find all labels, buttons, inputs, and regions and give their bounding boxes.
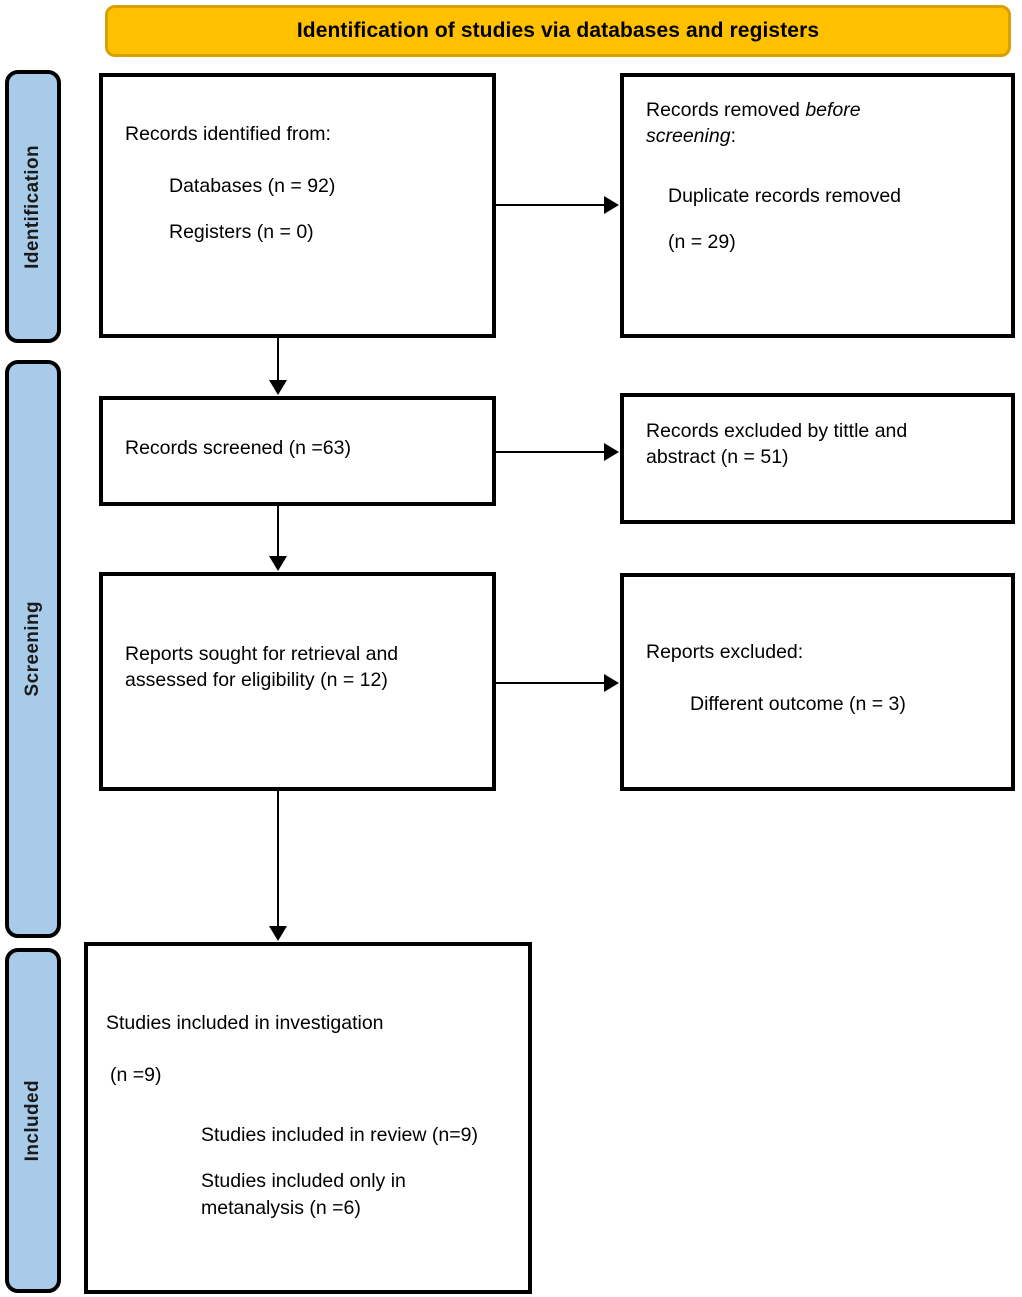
arrowhead-sought-to-reports-excluded xyxy=(604,674,619,692)
records-identified-heading: Records identified from: xyxy=(125,123,331,145)
stage-tab-included: Included xyxy=(5,948,61,1293)
duplicate-records-removed: Duplicate records removed xyxy=(668,185,902,208)
box-records-identified: Records identified from: Databases (n = … xyxy=(99,73,496,338)
stage-tab-identification: Identification xyxy=(5,70,61,343)
box-records-removed: Records removed before screening: Duplic… xyxy=(620,73,1015,338)
connector-screened-to-excluded xyxy=(496,451,605,453)
records-excluded-title-abstract-text: Records excluded by tittle and abstract … xyxy=(646,420,908,469)
connector-sought-to-included xyxy=(277,791,279,927)
records-identified-registers: Registers (n = 0) xyxy=(169,221,314,244)
stage-tab-screening-label: Screening xyxy=(22,601,43,697)
records-removed-heading-plain: Records removed xyxy=(646,99,806,121)
studies-included-metanalysis-line1: Studies included only in xyxy=(201,1170,406,1193)
box-reports-excluded: Reports excluded: Different outcome (n =… xyxy=(620,573,1015,791)
stage-tab-included-label: Included xyxy=(22,1079,43,1162)
records-removed-heading-colon: : xyxy=(730,125,736,148)
records-removed-heading: Records removed before screening: xyxy=(646,97,941,149)
studies-included-review: Studies included in review (n=9) xyxy=(201,1124,478,1147)
box-records-excluded-title-abstract: Records excluded by tittle and abstract … xyxy=(620,393,1015,524)
connector-screened-to-sought xyxy=(277,506,279,557)
box-reports-sought: Reports sought for retrieval and assesse… xyxy=(99,572,496,791)
arrowhead-screened-to-excluded xyxy=(604,443,619,461)
stage-tab-screening: Screening xyxy=(5,360,61,938)
arrowhead-identified-to-removed xyxy=(604,196,619,214)
box-records-screened: Records screened (n =63) xyxy=(99,396,496,506)
connector-identified-to-screened xyxy=(277,338,279,381)
arrowhead-sought-to-included xyxy=(269,926,287,941)
banner-title: Identification of studies via databases … xyxy=(296,19,820,42)
records-removed-heading-italic: before screening xyxy=(646,99,861,148)
reports-sought-text: Reports sought for retrieval and assesse… xyxy=(125,643,399,692)
records-screened-text: Records screened (n =63) xyxy=(125,437,351,459)
duplicate-records-count: (n = 29) xyxy=(668,231,736,254)
stage-tab-identification-label: Identification xyxy=(22,144,43,269)
studies-included-count: (n =9) xyxy=(110,1064,162,1087)
studies-included-metanalysis-line2: metanalysis (n =6) xyxy=(201,1196,361,1219)
arrowhead-screened-to-sought xyxy=(269,556,287,571)
reports-excluded-heading: Reports excluded: xyxy=(646,641,804,663)
box-studies-included: Studies included in investigation (n =9)… xyxy=(84,942,532,1294)
studies-included-heading: Studies included in investigation xyxy=(106,1012,384,1034)
diagram-banner: Identification of studies via databases … xyxy=(105,5,1011,57)
reports-excluded-different-outcome: Different outcome (n = 3) xyxy=(690,693,906,716)
records-identified-databases: Databases (n = 92) xyxy=(169,175,336,198)
connector-identified-to-removed xyxy=(496,204,605,206)
arrowhead-identified-to-screened xyxy=(269,380,287,395)
connector-sought-to-reports-excluded xyxy=(496,682,605,684)
